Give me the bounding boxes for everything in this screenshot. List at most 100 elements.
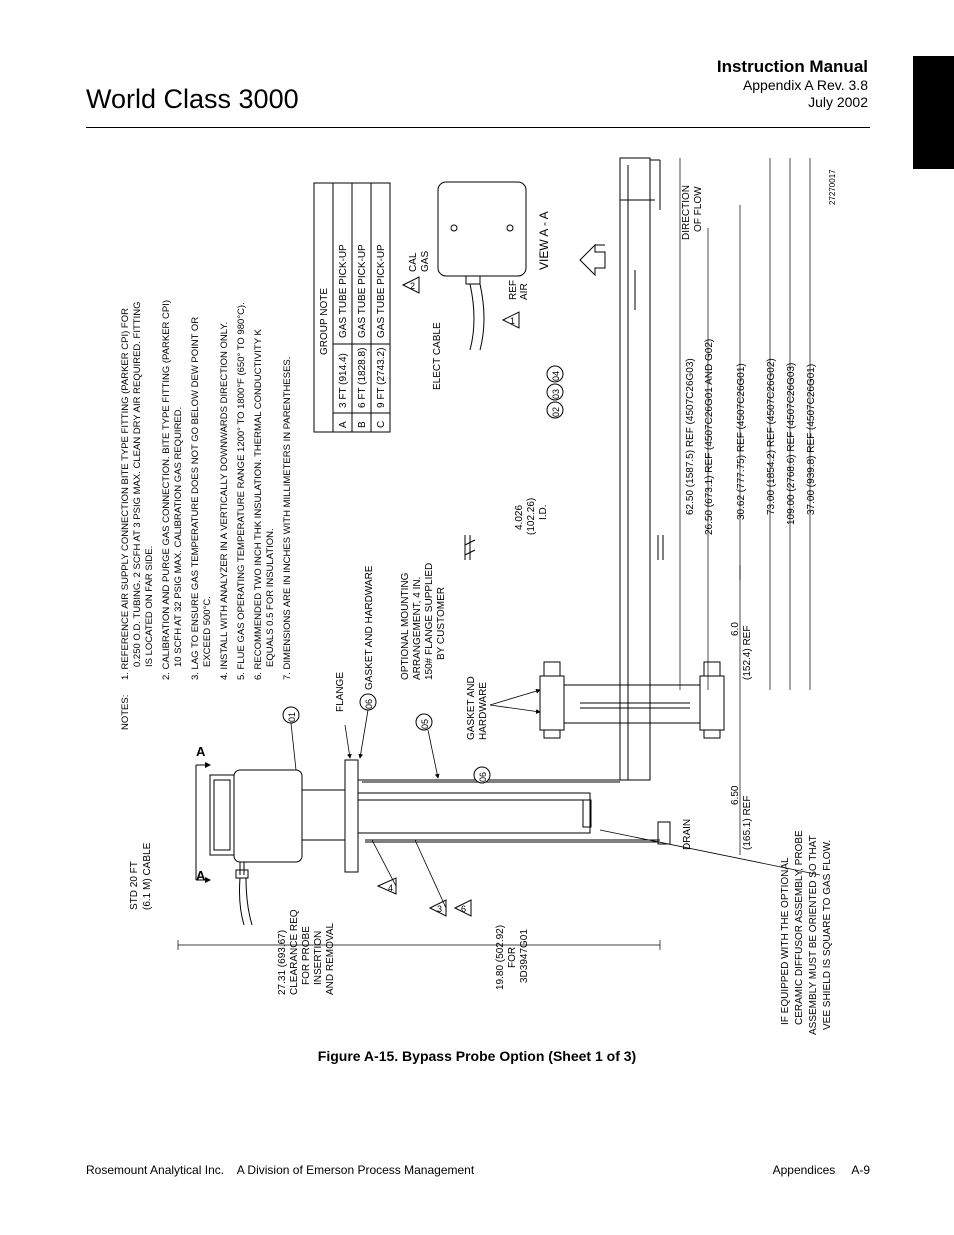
triangle-6: 6 [461,904,466,914]
group-cell: B [357,421,368,428]
optional-mounting-label: BY CUSTOMER [436,587,447,660]
section-a-label: A [196,868,206,883]
dim-37: 37.00 (939.8) REF (4507C26G01) [806,364,817,515]
id-dim-label: I.D. [538,504,549,520]
notes-label: NOTES: [120,695,131,730]
group-cell: A [338,421,349,428]
for-dim-label: 19.80 (502.92) [495,925,506,990]
diffuser-note: ASSEMBLY MUST BE ORIENTED SO THAT [808,835,819,1035]
note-line: 5. FLUE GAS OPERATING TEMPERATURE RANGE … [236,302,247,680]
dim-109: 109.00 (2768.6) REF (4507C26G03) [786,363,797,525]
optional-mounting-label: 150# FLANGE SUPPLIED [424,563,435,680]
id-dim-label: 4.026 [514,505,525,530]
triangle-1: 1 [510,316,515,326]
note-line: 0.250 O.D. TUBING. 2 SCFH AT 3 PSIG MAX.… [132,302,143,668]
note-triangles [376,276,520,917]
note-line: 1. REFERENCE AIR SUPPLY CONNECTION BITE … [120,308,131,680]
group-note-title: GROUP NOTE [319,288,330,355]
callout-06: 06 [364,699,374,709]
cal-gas-label: GAS [420,251,431,272]
diffuser-note: VEE SHIELD IS SQUARE TO GAS FLOW. [822,840,833,1030]
ref-air-label: AIR [519,283,530,300]
header-info: Instruction Manual Appendix A Rev. 3.8 J… [717,56,868,111]
manual-title: Instruction Manual [716,57,868,76]
section-markers: A A [195,744,211,883]
footer-page: Appendices A-9 [772,1163,870,1177]
callout-03: 03 [551,389,561,399]
optional-mounting-label: ARRANGEMENT, 4 IN. [412,577,423,680]
drain-label: DRAIN [682,819,693,850]
group-cell: GAS TUBE PICK-UP [376,244,387,338]
callout-06: 06 [478,772,488,782]
clearance-label: 27.31 (693.67) [277,930,288,995]
callout-05: 05 [420,719,430,729]
view-aa-label: VIEW A - A [537,211,551,270]
figure: 27270017 NOTES: 1. REFERENCE AIR SUPPLY … [86,140,870,1040]
dim-6-0: 6.0 [730,622,741,636]
triangle-4: 4 [388,883,393,893]
diffuser-note: IF EQUIPPED WITH THE OPTIONAL [780,857,791,1025]
leader-lines [290,688,821,909]
group-note-table: GROUP NOTE A 3 FT (914.4) GAS TUBE PICK-… [313,182,391,433]
probe-body [344,759,671,873]
note-line: IS LOCATED ON FAR SIDE. [144,546,155,667]
std-cable-label: STD 20 FT [129,861,140,910]
flue-pipe [464,157,664,781]
gasket-hardware-label: GASKET AND HARDWARE [364,565,375,690]
note-line: 6. RECOMMENDED TWO INCH THK INSULATION. … [253,329,264,680]
direction-flow-label: OF FLOW [693,186,704,232]
elect-cable-label: ELECT CABLE [432,322,443,390]
page-title: World Class 3000 [86,84,299,114]
note-line: EXCEED 500°C. [202,596,213,667]
for-dim-label: 3D3947G01 [519,929,530,983]
clearance-label: FOR PROBE [301,926,312,985]
dimension-lines [177,158,811,950]
gasket-and-label: HARDWARE [478,682,489,740]
clearance-label: CLEARANCE REQ [289,909,300,995]
diffuser-note: CERAMIC DIFFUSOR ASSEMBLY, PROBE [794,830,805,1025]
dim-6-5: 6.50 [730,785,741,805]
group-cell: GAS TUBE PICK-UP [338,244,349,338]
drawing-number: 27270017 [828,169,837,205]
note-line: EQUALS 0.5 FOR INSULATION. [265,528,276,667]
std-cable-label: (6.1 M) CABLE [142,842,153,910]
page-footer: Rosemount Analytical Inc. A Division of … [86,1163,870,1177]
group-cell: 3 FT (914.4) [338,353,349,408]
callout-02: 02 [551,407,561,417]
group-cell: 9 FT (2743.2) [376,348,387,408]
triangle-3: 3 [437,904,442,914]
note-line: 7. DIMENSIONS ARE IN INCHES WITH MILLIME… [282,357,293,680]
flange-label: FLANGE [335,672,346,712]
footer-company: Rosemount Analytical Inc. A Division of … [86,1163,475,1177]
note-line: 4. INSTALL WITH ANALYZER IN A VERTICALLY… [219,322,230,680]
callout-01: 01 [287,712,297,722]
direction-flow-label: DIRECTION [681,185,692,240]
group-cell: GAS TUBE PICK-UP [357,244,368,338]
ref-air-label: REF [508,280,519,300]
dim-30: 30.62 (777.75) REF (4507C26G01) [736,363,747,520]
id-dim-label: (102.26) [526,498,537,535]
notes-block: NOTES: 1. REFERENCE AIR SUPPLY CONNECTIO… [120,300,293,730]
revision-date: July 2002 [808,94,868,110]
triangle-2: 2 [410,281,415,291]
section-tab [913,56,954,169]
section-a-label: A [196,744,206,759]
group-cell: 6 FT (1828.8) [357,348,368,408]
dim-73: 73.00 (1854.2) REF (4507C26G02) [766,358,777,515]
dim-6-5: (165.1) REF [742,796,753,850]
note-line: 2. CALIBRATION AND PURGE GAS CONNECTION.… [161,300,172,680]
figure-caption: Figure A-15. Bypass Probe Option (Sheet … [317,1048,637,1064]
clearance-label: AND REMOVAL [325,923,336,995]
note-line: 10 SCFH AT 32 PSIG MAX. CALIBRATION GAS … [173,407,184,667]
callout-04: 04 [551,371,561,381]
analyzer-housing [209,769,345,926]
header-rule [86,127,870,128]
gasket-and-label: GASKET AND [466,676,477,740]
for-dim-label: FOR [507,947,518,968]
dim-26: 26.50 (673.1) REF (4507C26G01 AND G02) [704,339,715,535]
optional-mounting-label: OPTIONAL MOUNTING [400,572,411,680]
mounting-flange [539,661,725,739]
cal-gas-label: CAL [408,252,419,272]
note-line: 3. LAG TO ENSURE GAS TEMPERATURE DOES NO… [190,317,201,680]
clearance-label: INSERTION [313,931,324,985]
